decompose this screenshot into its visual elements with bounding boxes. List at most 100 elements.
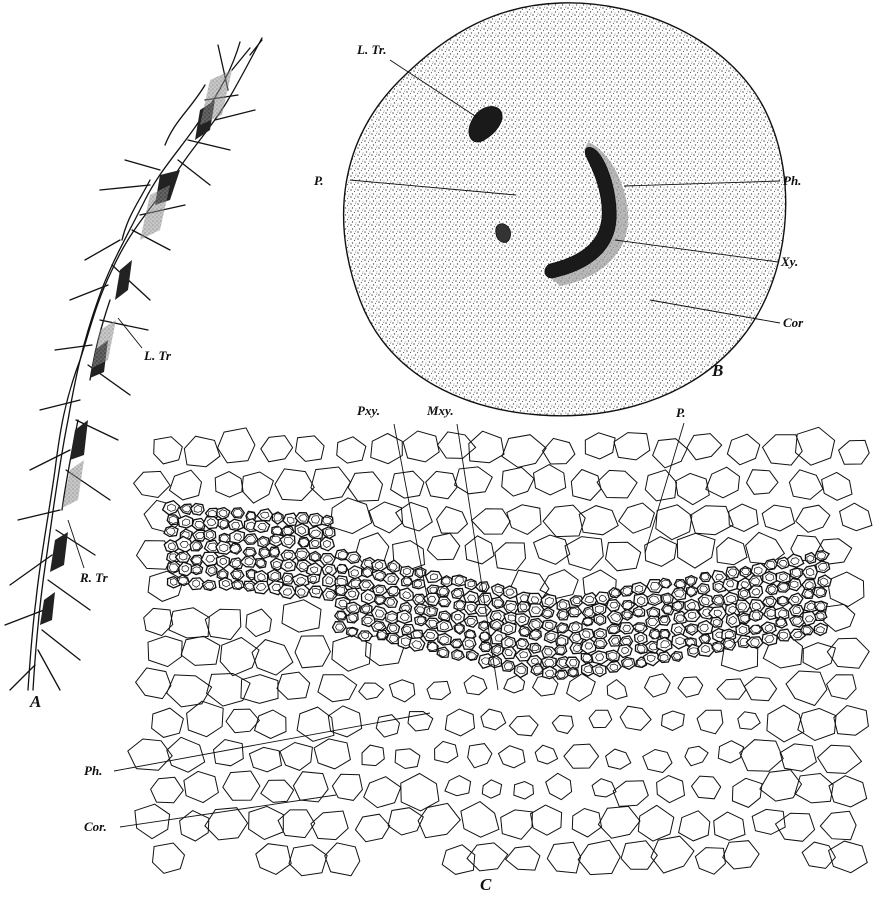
label-c-protoxylem: Pxy. [357, 403, 380, 418]
parenchyma-cell [834, 706, 869, 736]
parenchyma-cell [824, 604, 855, 631]
xylem-cell-lumen [403, 568, 411, 575]
xylem-cell-lumen [387, 598, 395, 605]
parenchyma-cell [481, 709, 506, 730]
parenchyma-cell [325, 843, 360, 876]
xylem-cell-lumen [193, 543, 201, 550]
parenchyma-cell [589, 710, 612, 727]
parenchyma-cell [827, 675, 857, 700]
xylem-cell-lumen [740, 590, 748, 597]
parenchyma-cell [780, 744, 816, 771]
xylem-cell-lumen [754, 567, 762, 574]
xylem-cell-lumen [624, 612, 632, 618]
parenchyma-cell [151, 777, 184, 803]
xylem-cell-lumen [752, 612, 760, 620]
parenchyma-cell [795, 774, 833, 803]
parenchyma-cell [205, 609, 241, 639]
parenchyma-cell [687, 434, 722, 460]
xylem-cell-lumen [807, 555, 814, 561]
xylem-cell-lumen [179, 553, 187, 560]
parenchyma-cell [467, 843, 508, 871]
xylem-cell-lumen [337, 578, 346, 585]
xylem-cell-lumen [312, 589, 320, 595]
parenchyma-cell [828, 572, 864, 606]
panel-b-cross-section [344, 3, 786, 416]
xylem-cell-lumen [545, 670, 554, 677]
parenchyma-cell [465, 536, 494, 564]
xylem-cell-lumen [325, 529, 333, 537]
parenchyma-cell [371, 434, 403, 464]
parenchyma-cell [153, 843, 185, 873]
parenchyma-cell [614, 433, 650, 460]
xylem-cell-lumen [637, 635, 644, 641]
xylem-cell-lumen [338, 565, 347, 573]
parenchyma-cell [389, 680, 414, 702]
xylem-cell-lumen [585, 596, 594, 603]
parenchyma-cell [337, 437, 366, 463]
parenchyma-cell [552, 715, 573, 733]
xylem-cell-lumen [584, 618, 592, 625]
parenchyma-cell [695, 848, 725, 875]
xylem-cell-lumen [168, 543, 175, 550]
parenchyma-cell [598, 806, 640, 838]
label-c-metaxylem: Mxy. [426, 403, 454, 418]
parenchyma-cell [280, 743, 313, 771]
parenchyma-cell [364, 777, 401, 808]
parenchyma-cell [246, 609, 272, 637]
parenchyma-cell [740, 740, 784, 772]
parenchyma-cell [829, 841, 868, 873]
parenchyma-cell [714, 812, 745, 840]
xylem-cell-lumen [738, 603, 747, 611]
parenchyma-cell [796, 505, 830, 532]
xylem-cell-lumen [689, 648, 698, 654]
label-a-lateral-trace: L. Tr [143, 348, 172, 363]
xylem-cell-lumen [403, 578, 411, 585]
parenchyma-cell [679, 811, 710, 841]
parenchyma-cell [727, 434, 759, 465]
xylem-cell-lumen [311, 540, 319, 547]
xylem-cell-lumen [273, 561, 280, 568]
xylem-cell-lumen [557, 647, 565, 654]
parenchyma-cell [592, 779, 616, 797]
parenchyma-cell [376, 715, 399, 737]
leader-c-cortex [120, 795, 336, 827]
parenchyma-cell [241, 675, 278, 704]
parenchyma-cell [359, 683, 384, 700]
parenchyma-cell [697, 710, 723, 734]
parenchyma-cell [531, 805, 562, 835]
parenchyma-cell [277, 672, 310, 699]
xylem-cell-lumen [584, 666, 592, 673]
parenchyma-cell [657, 776, 685, 803]
xylem-cell-lumen [688, 612, 696, 619]
parenchyma-cell [547, 842, 580, 873]
xylem-cell-lumen [348, 591, 355, 597]
parenchyma-cell [717, 679, 746, 699]
parenchyma-cell [311, 467, 351, 500]
parenchyma-cell [255, 710, 287, 739]
xylem-cell-lumen [178, 577, 188, 584]
parenchyma-cell [706, 467, 740, 498]
parenchyma-cell [136, 668, 171, 699]
parenchyma-cell [543, 438, 575, 464]
parenchyma-cell [509, 716, 538, 736]
parenchyma-cell [445, 709, 474, 736]
xylem-cell-lumen [245, 583, 254, 590]
parenchyma-cell [469, 431, 504, 463]
parenchyma-cell [579, 506, 618, 535]
parenchyma-cell [732, 778, 762, 807]
xylem-cell-lumen [791, 581, 798, 588]
parenchyma-cell [723, 841, 759, 869]
label-b-xylem: Xy. [780, 254, 798, 269]
parenchyma-cell [546, 773, 572, 799]
parenchyma-cell [645, 470, 676, 501]
parenchyma-cell [242, 472, 274, 503]
parenchyma-cell [619, 503, 655, 533]
label-b-phloem: Ph. [783, 173, 801, 188]
parenchyma-cell [829, 776, 867, 807]
leader-a-root-trace [68, 520, 84, 568]
parenchyma-cell [607, 680, 627, 700]
parenchyma-cell [128, 739, 172, 770]
parenchyma-cell [427, 533, 459, 560]
parenchyma-cell [585, 433, 615, 459]
